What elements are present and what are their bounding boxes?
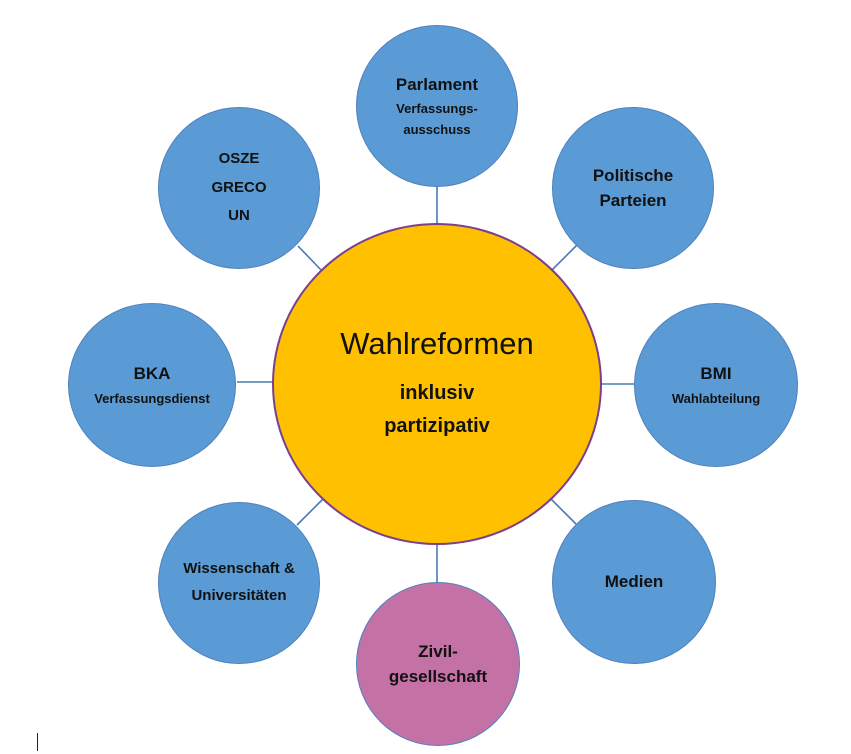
node-bmi: BMI Wahlabteilung: [634, 303, 798, 467]
node-international-organisations: OSZE GRECO UN: [158, 107, 320, 269]
connector-wissenschaft: [296, 498, 324, 526]
connector-parteien: [549, 244, 578, 273]
node-international-line2: GRECO: [211, 178, 267, 196]
node-zivil-line2: gesellschaft: [388, 667, 488, 686]
connector-international: [297, 245, 324, 273]
node-bka: BKA Verfassungsdienst: [68, 303, 236, 467]
node-wissenschaft-line2: Universitäten: [191, 587, 287, 604]
node-zivil-line1: Zivil-: [418, 641, 458, 661]
node-wissenschaft: Wissenschaft & Universitäten: [158, 502, 320, 664]
node-zivilgesellschaft: Zivil- gesellschaft: [356, 582, 520, 746]
node-bmi-sub: Wahlabteilung: [671, 390, 761, 406]
node-medien: Medien: [552, 500, 716, 664]
node-international-line3: UN: [228, 207, 250, 225]
node-parlament: Parlament Verfassungs- ausschuss: [356, 25, 518, 187]
node-politische-parteien: Politische Parteien: [552, 107, 714, 269]
node-parlament-sub1: Verfassungs-: [396, 101, 478, 117]
node-medien-title: Medien: [604, 572, 664, 592]
node-parlament-sub2: ausschuss: [403, 121, 471, 137]
node-bka-title: BKA: [133, 364, 171, 384]
node-parlament-title: Parlament: [395, 75, 479, 95]
center-title: Wahlreformen: [340, 325, 534, 361]
connector-medien: [550, 498, 577, 525]
node-wissenschaft-line1: Wissenschaft &: [183, 560, 295, 578]
node-bmi-title: BMI: [700, 364, 732, 384]
node-parteien-line2: Parteien: [599, 191, 667, 210]
center-subtitle-2: partizipativ: [384, 415, 490, 438]
node-international-line1: OSZE: [218, 149, 260, 167]
center-subtitle-1: inklusiv: [399, 382, 475, 405]
node-parteien-line1: Politische: [592, 165, 674, 185]
center-node-wahlreformen: Wahlreformen inklusiv partizipativ: [272, 223, 602, 545]
node-bka-sub: Verfassungsdienst: [94, 390, 210, 406]
text-cursor: [37, 733, 38, 751]
